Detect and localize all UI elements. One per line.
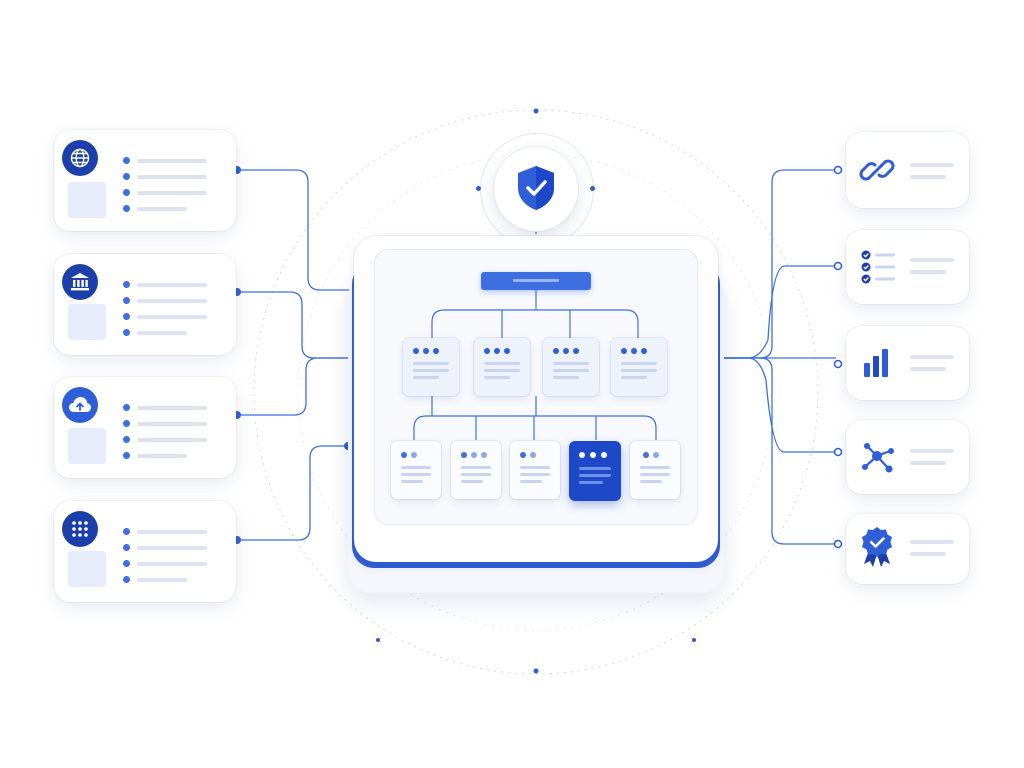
right-card-network	[846, 420, 969, 494]
thumbnail-placeholder	[68, 428, 106, 464]
orbit-dot	[692, 638, 696, 642]
orbit-dot	[533, 108, 539, 114]
orbit-dot	[376, 638, 380, 642]
connector-right-1	[720, 169, 836, 359]
tree-mid-node-2	[474, 338, 530, 396]
network-share-icon	[862, 443, 894, 473]
left-card-cloud-upload	[54, 377, 236, 478]
right-card-checklist	[846, 230, 969, 304]
right-card-link	[846, 132, 969, 208]
tree-leaf-node-1	[391, 441, 441, 499]
checklist-icon	[861, 250, 895, 284]
connector-right-4	[720, 357, 836, 453]
thumbnail-placeholder	[68, 304, 106, 340]
tree-mid-node-1	[403, 338, 459, 396]
globe-icon	[62, 140, 98, 176]
connector-right-2	[720, 265, 836, 359]
award-badge-icon	[862, 527, 892, 567]
connector-right-5	[720, 357, 836, 545]
left-card-bank	[54, 254, 236, 355]
orbit-dot	[533, 668, 539, 674]
right-card-award	[846, 514, 969, 584]
orbit-ring	[253, 109, 819, 675]
tree-mid-node-3	[543, 338, 599, 396]
thumbnail-placeholder	[68, 551, 106, 587]
connector-left-2	[237, 291, 352, 359]
connector-left-3	[237, 357, 352, 416]
shield-side-dot	[590, 186, 595, 191]
connector-left-1	[237, 169, 358, 291]
left-card-grid	[54, 501, 236, 602]
shield-side-dot	[476, 186, 481, 191]
bar-chart-icon	[864, 349, 888, 377]
tree-root-bar	[481, 272, 591, 290]
connector-left-4	[237, 445, 348, 541]
right-card-bar-chart	[846, 326, 969, 400]
tree-leaf-node-3	[510, 441, 560, 499]
shield-badge	[494, 147, 578, 231]
tree-leaf-node-highlighted	[569, 441, 621, 501]
tree-mid-node-4	[611, 338, 667, 396]
thumbnail-placeholder	[68, 182, 106, 218]
tree-leaf-node-5	[630, 441, 680, 499]
bank-icon	[62, 264, 98, 300]
cloud-upload-icon	[62, 387, 98, 423]
left-card-globe	[54, 130, 236, 231]
tree-leaf-node-2	[451, 441, 501, 499]
link-icon	[859, 159, 895, 181]
grid-dots-icon	[62, 511, 98, 547]
shield-check-icon	[518, 166, 554, 210]
